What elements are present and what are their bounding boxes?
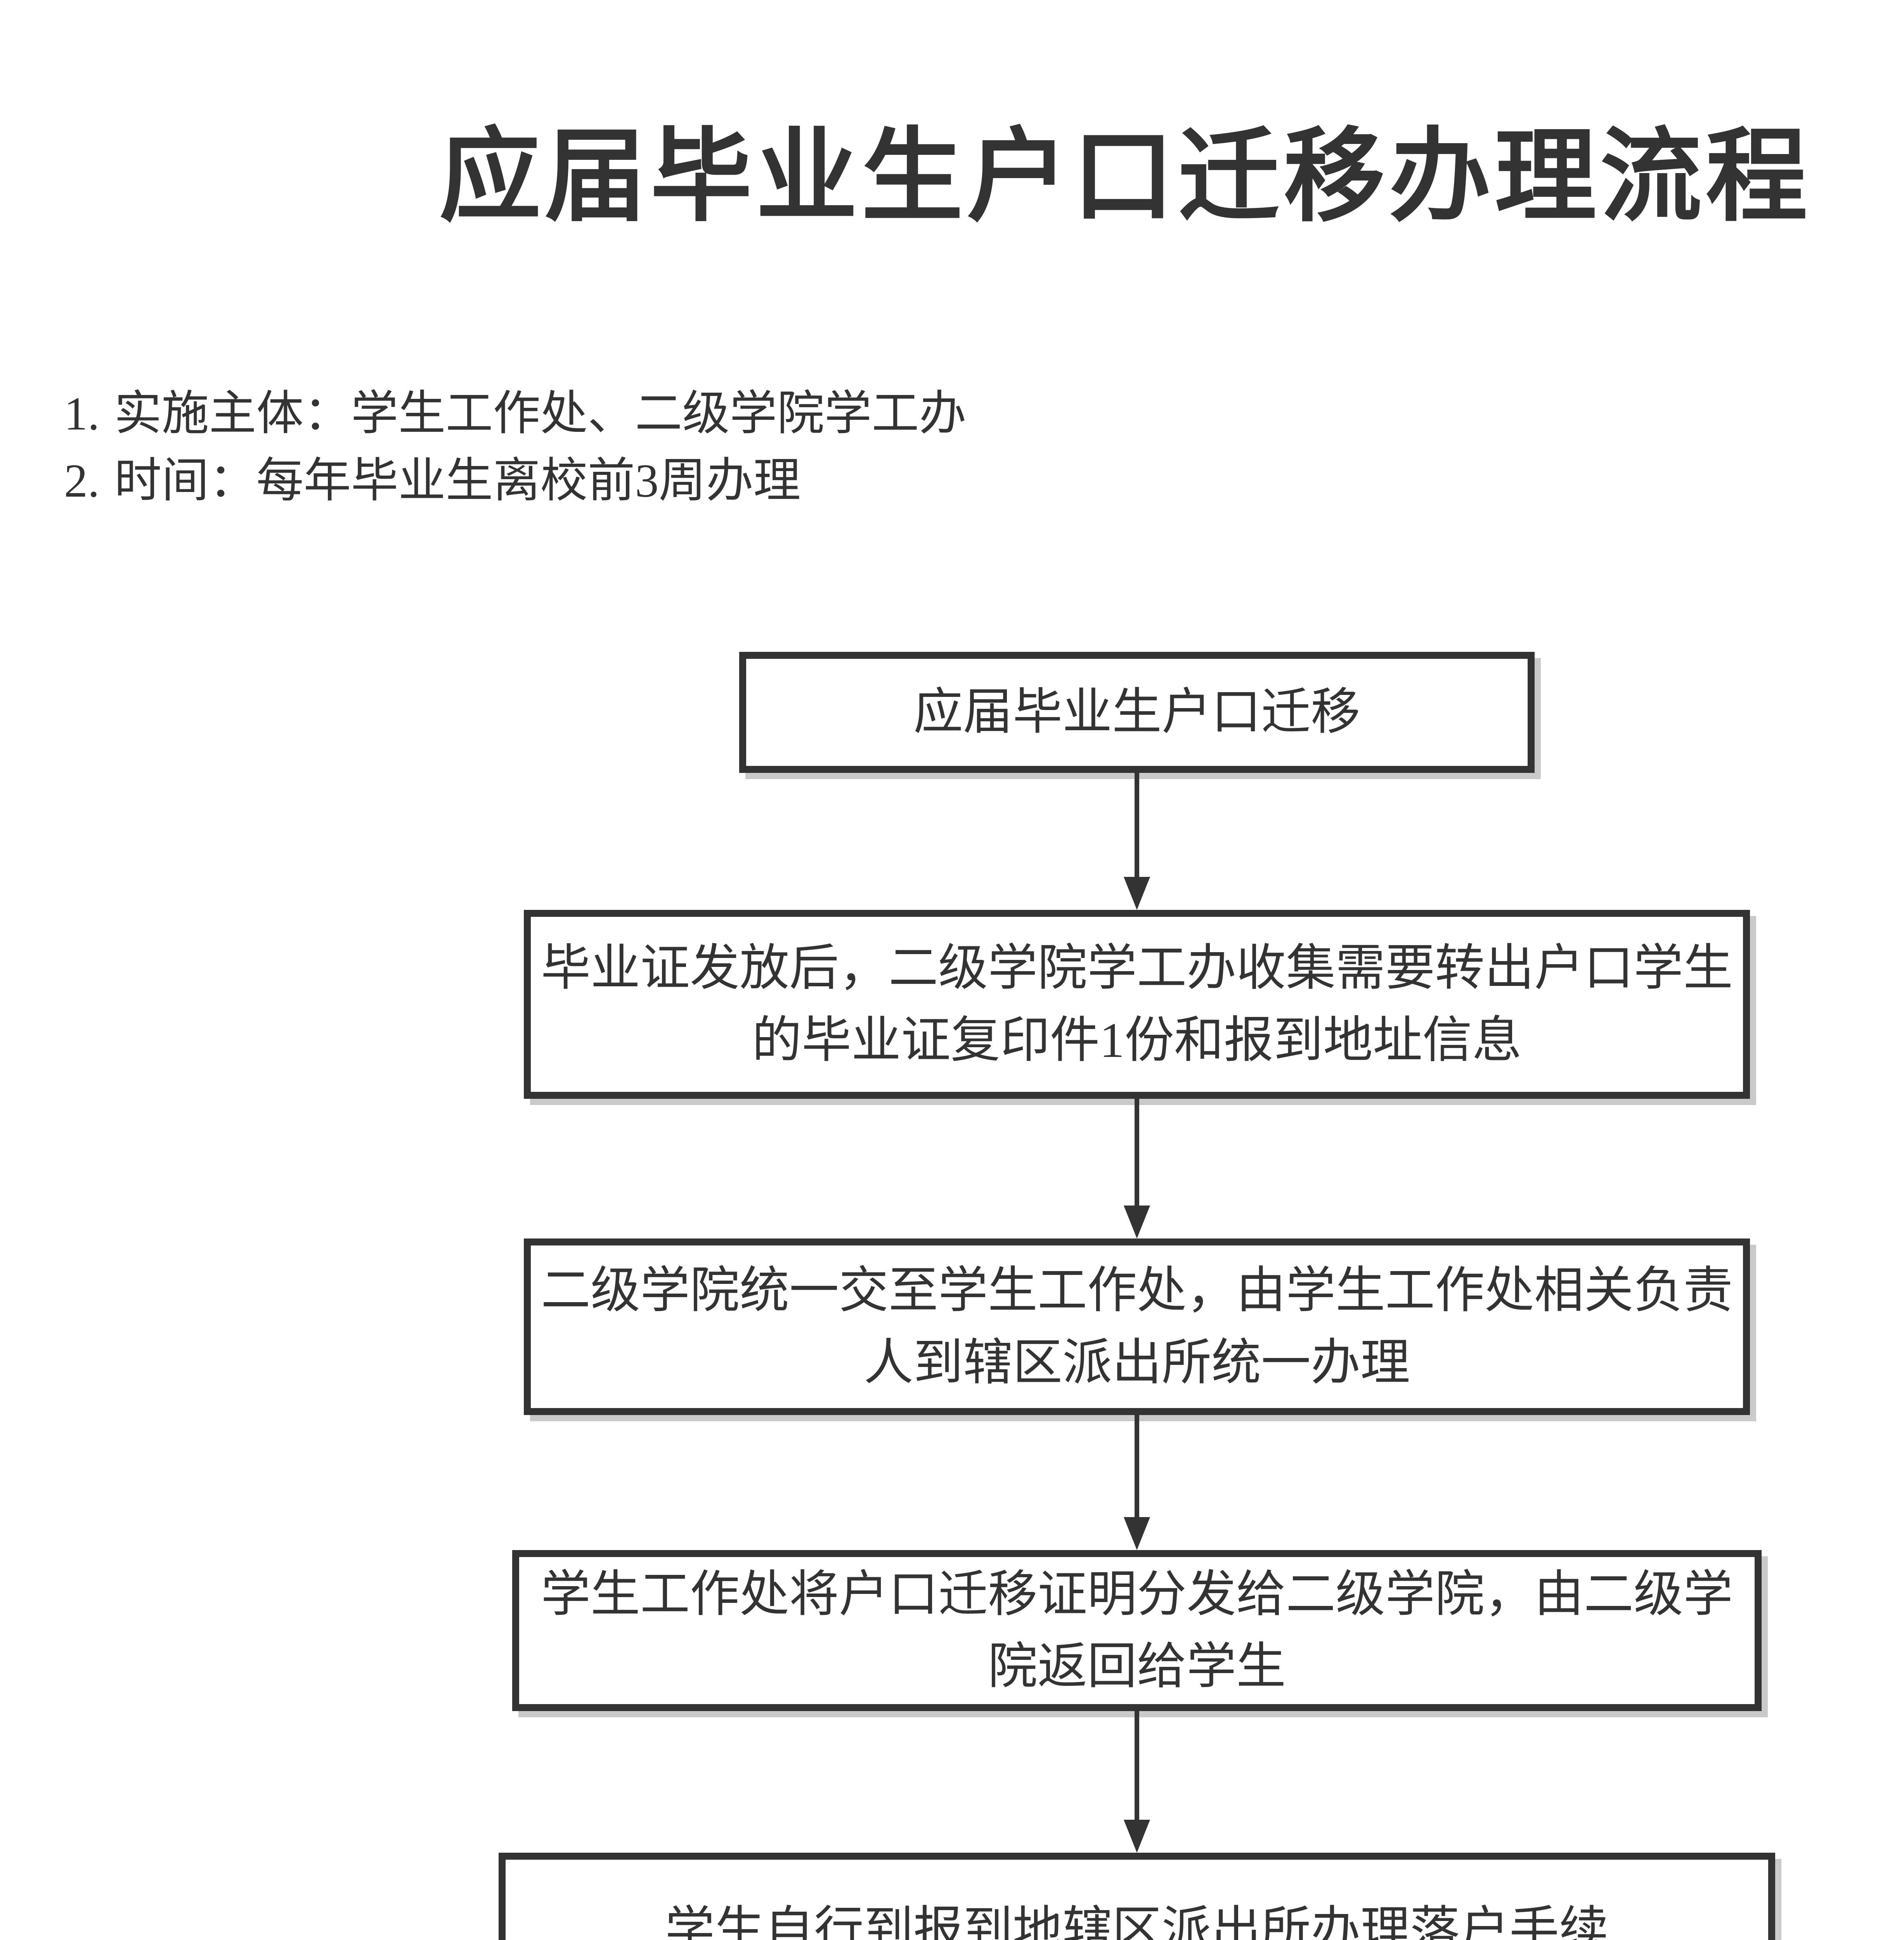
flow-node-start: 应届毕业生户口迁移 [739, 652, 1535, 773]
arrow-down-icon [1124, 1517, 1150, 1550]
arrow-down-icon [1124, 1206, 1150, 1238]
note-text: 实施主体：学生工作处、二级学院学工办 [114, 388, 967, 440]
arrow-line [1135, 773, 1139, 879]
note-line-1: 1. 实施主体：学生工作处、二级学院学工办 [64, 380, 967, 447]
flow-node-collect: 毕业证发放后，二级学院学工办收集需要转出户口学生 的毕业证复印件1份和报到地址信… [524, 910, 1750, 1099]
flow-node-distribute: 学生工作处将户口迁移证明分发给二级学院，由二级学 院返回给学生 [512, 1550, 1762, 1711]
flow-node-text: 应届毕业生户口迁移 [913, 684, 1360, 740]
flow-node-text: 人到辖区派出所统一办理 [863, 1335, 1410, 1390]
note-number: 1. [64, 388, 100, 440]
flow-node-text: 学生自行到报到地辖区派出所办理落户手续 [665, 1902, 1609, 1940]
note-line-2: 2. 时间：每年毕业生离校前3周办理 [64, 447, 967, 514]
flow-node-text: 的毕业证复印件1份和报到地址信息 [752, 1012, 1522, 1068]
flow-node-text: 毕业证发放后，二级学院学工办收集需要转出户口学生 [541, 940, 1733, 996]
flow-node-submit: 二级学院统一交至学生工作处，由学生工作处相关负责 人到辖区派出所统一办理 [524, 1238, 1750, 1415]
arrow-down-icon [1124, 1820, 1150, 1853]
arrow-down-icon [1124, 877, 1150, 910]
note-text: 时间：每年毕业生离校前3周办理 [114, 455, 801, 508]
arrow-line [1135, 1711, 1139, 1822]
flow-node-text: 院返回给学生 [988, 1639, 1286, 1694]
flow-node-text: 学生工作处将户口迁移证明分发给二级学院，由二级学 [541, 1566, 1733, 1622]
arrow-line [1135, 1415, 1139, 1519]
note-number: 2. [64, 455, 100, 508]
flow-node-settle: 学生自行到报到地辖区派出所办理落户手续 [499, 1853, 1775, 1940]
page-title: 应届毕业生户口迁移办理流程 [439, 121, 1811, 234]
notes-list: 1. 实施主体：学生工作处、二级学院学工办 2. 时间：每年毕业生离校前3周办理 [64, 380, 967, 514]
flow-node-text: 二级学院统一交至学生工作处，由学生工作处相关负责 [541, 1263, 1733, 1318]
arrow-line [1135, 1099, 1139, 1207]
